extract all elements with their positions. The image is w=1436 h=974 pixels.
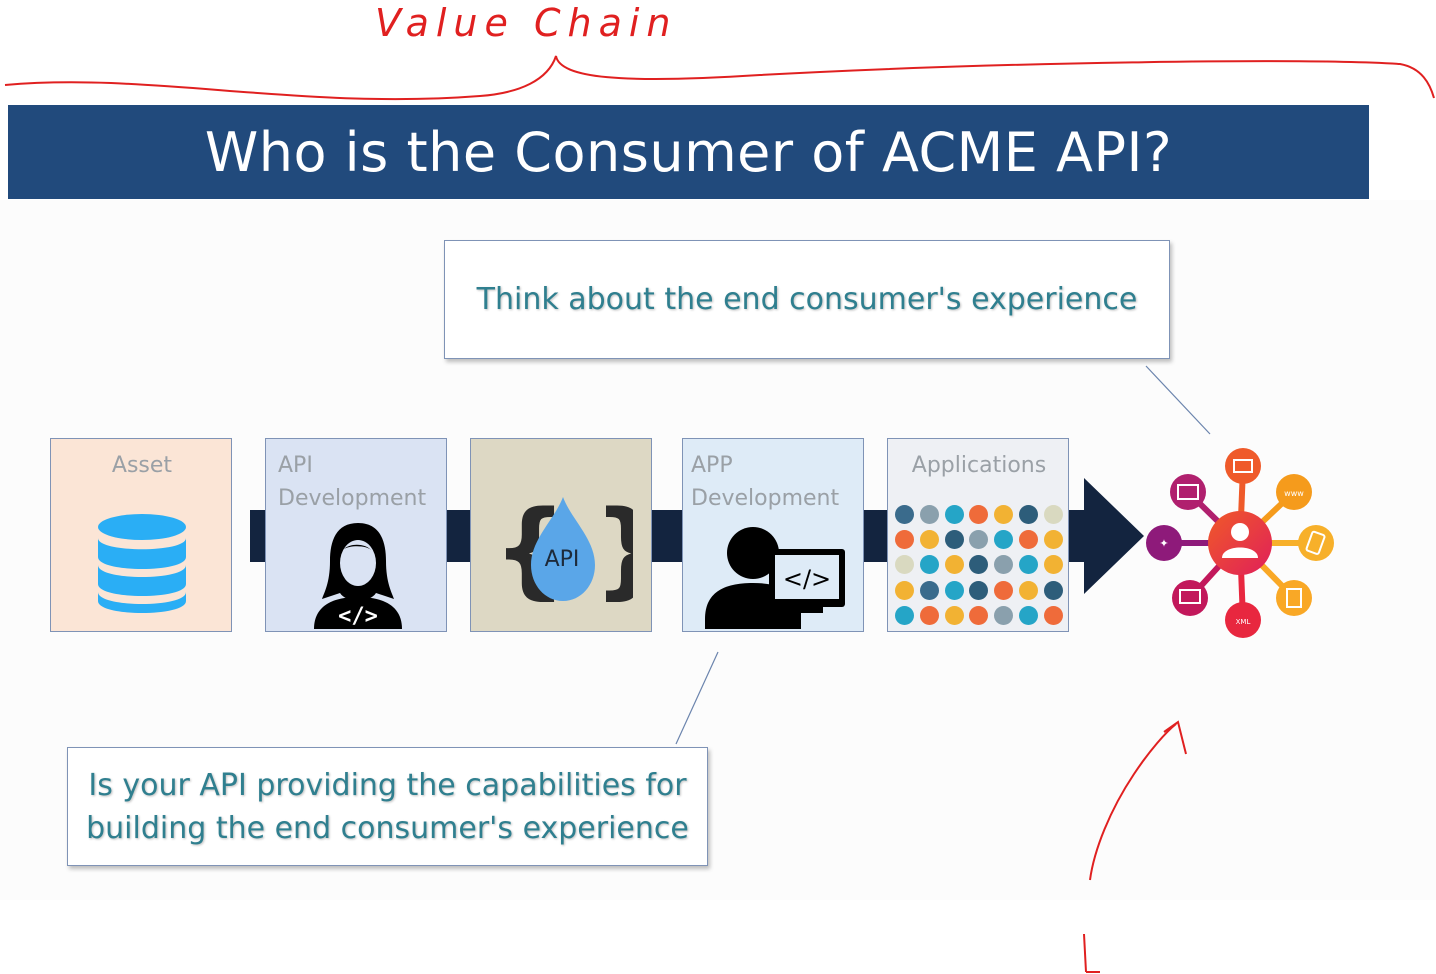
stage-app-development-label-line2: Development [691,486,840,511]
app-icon [919,605,939,625]
app-icon [944,580,964,600]
app-icon [994,605,1014,625]
svg-text:</>: </> [338,604,378,629]
consumer-hub-icon: www XML ✦ [1146,448,1334,638]
stage-app-development-label-line1: APP [691,453,733,478]
app-icon [1019,530,1039,550]
app-icon [1019,605,1039,625]
app-icon [1044,555,1064,575]
app-icon [969,530,989,550]
app-icon [894,555,914,575]
handwritten-value-chain: Value Chain [375,1,678,45]
app-icon [919,530,939,550]
stage-api-development-label-line1: API [278,453,313,478]
stage-asset: Asset [50,438,232,632]
stage-api-development: API Development </> [265,438,447,632]
stage-api-label: API [544,547,580,572]
hub-node-xml: XML [1236,618,1251,626]
stage-api-development-label-line2: Development [278,486,427,511]
app-icon [1044,505,1064,525]
app-icon [944,530,964,550]
app-icon [919,580,939,600]
app-icon [1044,530,1064,550]
callout-bottom-line2: building the end consumer's experience [86,810,689,846]
stage-asset-label: Asset [111,453,173,478]
callout-top-connector [1145,365,1211,435]
app-icon [919,505,939,525]
app-icon [1019,555,1039,575]
app-icon [944,605,964,625]
callout-bottom: Is your API providing the capabilities f… [67,747,708,866]
flow-arrow-head-icon [1084,478,1144,594]
app-icon [969,605,989,625]
app-icon [894,605,914,625]
developer-screen-icon: </> [705,527,845,629]
hub-node-www: www [1284,489,1304,498]
stage-api: { } API [470,438,652,632]
callout-bottom-connector [675,651,719,745]
stage-api-development-label: API Development [278,449,426,515]
app-icon [994,580,1014,600]
stage-app-development-label: APP Development [691,449,839,515]
app-icons-grid [892,502,1066,628]
stage-app-development: APP Development </> [682,438,864,632]
slide-title: Who is the Consumer of ACME API? [8,105,1369,199]
database-icon [98,514,186,613]
app-icon [994,530,1014,550]
app-icon [994,505,1014,525]
svg-text:✦: ✦ [1159,537,1168,550]
app-icon [994,555,1014,575]
callout-bottom-line1: Is your API providing the capabilities f… [88,767,687,803]
annotation-red-arrow-icon [1083,720,1187,973]
handwritten-annotation: Value Chain [0,0,1436,105]
app-icon [1044,605,1064,625]
svg-text:}: } [593,493,633,605]
app-icon [919,555,939,575]
app-icon [894,530,914,550]
app-icon [944,555,964,575]
stage-applications-label: Applications [911,453,1047,478]
app-icon [1019,580,1039,600]
api-drop-icon: { } [493,493,633,605]
value-chain-brace-icon [4,55,1435,101]
app-icon [894,505,914,525]
app-icon [1044,580,1064,600]
app-icon [969,580,989,600]
app-icon [894,580,914,600]
app-icon [969,505,989,525]
app-icon [1019,505,1039,525]
developer-woman-icon: </> [314,523,402,629]
app-icon [944,505,964,525]
callout-top: Think about the end consumer's experienc… [444,240,1170,359]
app-icon [969,555,989,575]
svg-text:</>: </> [783,565,831,593]
